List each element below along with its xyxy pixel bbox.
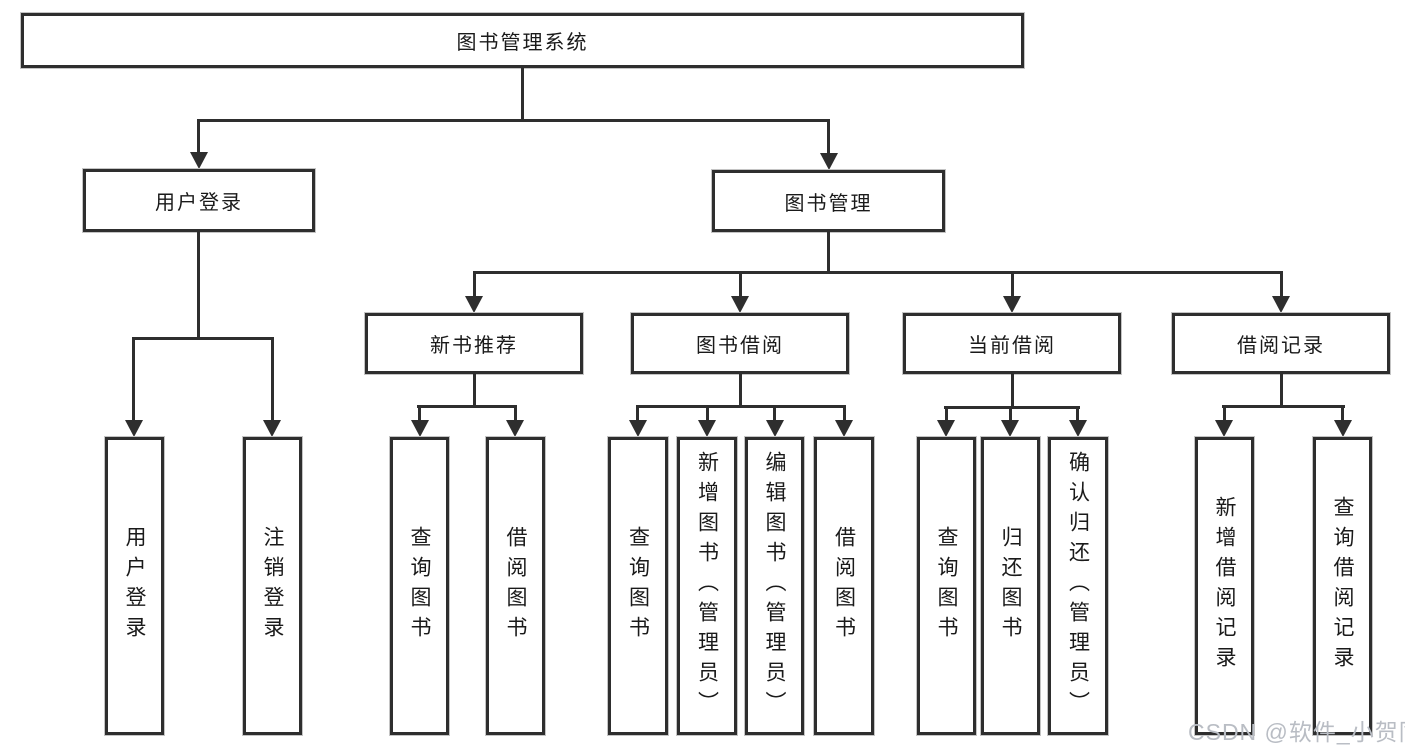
leaf-query-books-recommend: 查询图书 [390, 437, 449, 735]
connector-borrowrecords-trunk [1280, 374, 1283, 405]
connector-newbooks-trunk [473, 374, 476, 405]
connector-drop [636, 405, 639, 423]
connector-userlogin-bus [132, 337, 273, 340]
connector-root-trunk [521, 68, 524, 119]
connector-currentborrow-bus [944, 406, 1080, 409]
csdn-watermark: CSDN @软件_小贺同学 [1188, 719, 1405, 745]
node-label: 用户登录 [155, 192, 243, 214]
node-label: 借阅图书 [504, 526, 528, 646]
connector-newbooks-bus [417, 405, 517, 408]
leaf-edit-books-admin: 编辑图书（管理员） [745, 437, 804, 735]
connector-drop [945, 406, 948, 423]
connector-drop [1076, 406, 1079, 423]
leaf-query-borrow-record: 查询借阅记录 [1313, 437, 1372, 735]
arrow-down-icon [411, 420, 429, 437]
leaf-logout: 注销登录 [243, 437, 302, 735]
arrow-down-icon [190, 152, 208, 169]
connector-drop [514, 405, 517, 423]
node-current-borrow: 当前借阅 [903, 313, 1121, 374]
connector-drop [706, 405, 709, 423]
leaf-add-books-admin: 新增图书（管理员） [677, 437, 737, 735]
leaf-borrow-books: 借阅图书 [814, 437, 874, 735]
connector-bookborrow-trunk [739, 374, 742, 405]
arrow-down-icon [506, 420, 524, 437]
leaf-confirm-return-admin: 确认归还（管理员） [1048, 437, 1108, 735]
connector-drop-book-borrow [739, 271, 742, 299]
connector-drop [418, 405, 421, 423]
connector-drop-borrow-records [1280, 271, 1283, 299]
node-new-book-recommend: 新书推荐 [365, 313, 583, 374]
leaf-add-borrow-record: 新增借阅记录 [1195, 437, 1254, 735]
node-label: 查询图书 [408, 526, 432, 646]
node-label: 确认归还（管理员） [1066, 451, 1090, 721]
arrow-down-icon [1069, 420, 1087, 437]
connector-drop [1009, 406, 1012, 423]
node-label: 用户登录 [123, 526, 147, 646]
arrow-down-icon [937, 420, 955, 437]
leaf-return-books: 归还图书 [981, 437, 1040, 735]
connector-borrowrecords-bus [1222, 405, 1345, 408]
node-label: 借阅记录 [1237, 335, 1325, 357]
arrow-down-icon [1334, 420, 1352, 437]
connector-drop-logout [271, 337, 274, 423]
connector-drop [773, 405, 776, 423]
node-label: 新书推荐 [430, 335, 518, 357]
connector-drop-login [132, 337, 135, 423]
node-label: 图书管理 [784, 192, 873, 215]
arrow-down-icon [698, 420, 716, 437]
leaf-query-books-current: 查询图书 [917, 437, 976, 735]
leaf-borrow-books-recommend: 借阅图书 [486, 437, 545, 735]
connector-bookmgmt-bus [473, 271, 1283, 274]
node-label: 归还图书 [999, 526, 1023, 646]
connector-drop-current-borrow [1011, 271, 1014, 299]
node-label: 注销登录 [261, 526, 285, 646]
node-book-borrow: 图书借阅 [631, 313, 849, 374]
node-root-library-system: 图书管理系统 [21, 13, 1024, 68]
node-borrow-records: 借阅记录 [1172, 313, 1390, 374]
arrow-down-icon [731, 296, 749, 313]
node-label: 编辑图书（管理员） [763, 451, 787, 721]
arrow-down-icon [820, 153, 838, 170]
node-user-login: 用户登录 [83, 169, 315, 232]
leaf-query-books-borrow: 查询图书 [608, 437, 668, 735]
node-label: 查询图书 [935, 526, 959, 646]
node-label: 新增借阅记录 [1213, 496, 1237, 676]
node-book-management: 图书管理 [712, 170, 945, 232]
connector-drop-book-mgmt [827, 119, 830, 156]
arrow-down-icon [263, 420, 281, 437]
connector-drop [1223, 405, 1226, 423]
leaf-user-login: 用户登录 [105, 437, 164, 735]
arrow-down-icon [1272, 296, 1290, 313]
connector-bookmgmt-trunk [827, 232, 830, 271]
arrow-down-icon [1215, 420, 1233, 437]
arrow-down-icon [835, 420, 853, 437]
node-label: 图书借阅 [696, 335, 784, 357]
connector-drop-new-books [473, 271, 476, 299]
node-label: 借阅图书 [832, 526, 856, 646]
node-label: 查询借阅记录 [1331, 496, 1355, 676]
arrow-down-icon [1001, 420, 1019, 437]
connector-userlogin-trunk [197, 232, 200, 337]
node-label: 新增图书（管理员） [695, 451, 719, 721]
connector-currentborrow-trunk [1011, 374, 1014, 406]
arrow-down-icon [629, 420, 647, 437]
node-label: 当前借阅 [968, 335, 1056, 357]
node-label: 查询图书 [626, 526, 650, 646]
connector-drop [1341, 405, 1344, 423]
connector-drop [843, 405, 846, 423]
connector-drop-user-login [197, 119, 200, 156]
arrow-down-icon [125, 420, 143, 437]
connector-root-bus [197, 119, 830, 122]
node-label: 图书管理系统 [456, 32, 589, 54]
arrow-down-icon [465, 296, 483, 313]
arrow-down-icon [1003, 296, 1021, 313]
arrow-down-icon [766, 420, 784, 437]
connector-bookborrow-bus [636, 405, 846, 408]
